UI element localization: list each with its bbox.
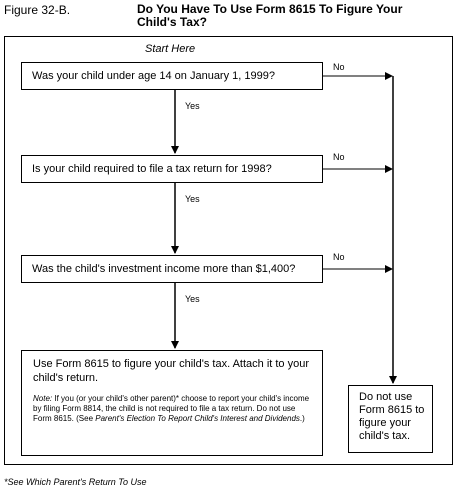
question-box-2: Is your child required to file a tax ret… [21,155,323,183]
result-use-form-text: Use Form 8615 to figure your child's tax… [33,358,310,384]
question-1-text: Was your child under age 14 on January 1… [32,70,275,82]
figure-title: Do You Have To Use Form 8615 To Figure Y… [137,3,437,29]
question-box-1: Was your child under age 14 on January 1… [21,62,323,90]
flowchart-frame [4,36,453,465]
result-use-form-box: Use Form 8615 to figure your child's tax… [21,350,323,456]
note-label: Note: [33,394,53,403]
result-do-not-use-box: Do not use Form 8615 to figure your chil… [348,385,433,453]
no-label-3: No [333,252,345,262]
figure-title-line1: Do You Have To Use Form 8615 To Figure Y… [137,2,403,16]
footnote: *See Which Parent's Return To Use [4,477,147,487]
yes-label-1: Yes [185,101,200,111]
figure-label: Figure 32-B. [4,3,71,17]
question-box-3: Was the child's investment income more t… [21,255,323,283]
yes-label-2: Yes [185,194,200,204]
note-reference: Parent's Election To Report Child's Inte… [95,414,300,423]
yes-label-3: Yes [185,294,200,304]
note-text-b: .) [299,414,305,423]
question-2-text: Is your child required to file a tax ret… [32,163,272,175]
figure-title-line2: Child's Tax? [137,15,207,29]
start-label: Start Here [145,43,196,55]
no-label-2: No [333,152,345,162]
result-note: Note: If you (or your child's other pare… [33,394,314,424]
no-label-1: No [333,62,345,72]
note-text-a: If you (or your child's other parent)* c… [33,394,310,423]
question-3-text: Was the child's investment income more t… [32,263,296,275]
result-do-not-use-text: Do not use Form 8615 to figure your chil… [359,391,425,442]
